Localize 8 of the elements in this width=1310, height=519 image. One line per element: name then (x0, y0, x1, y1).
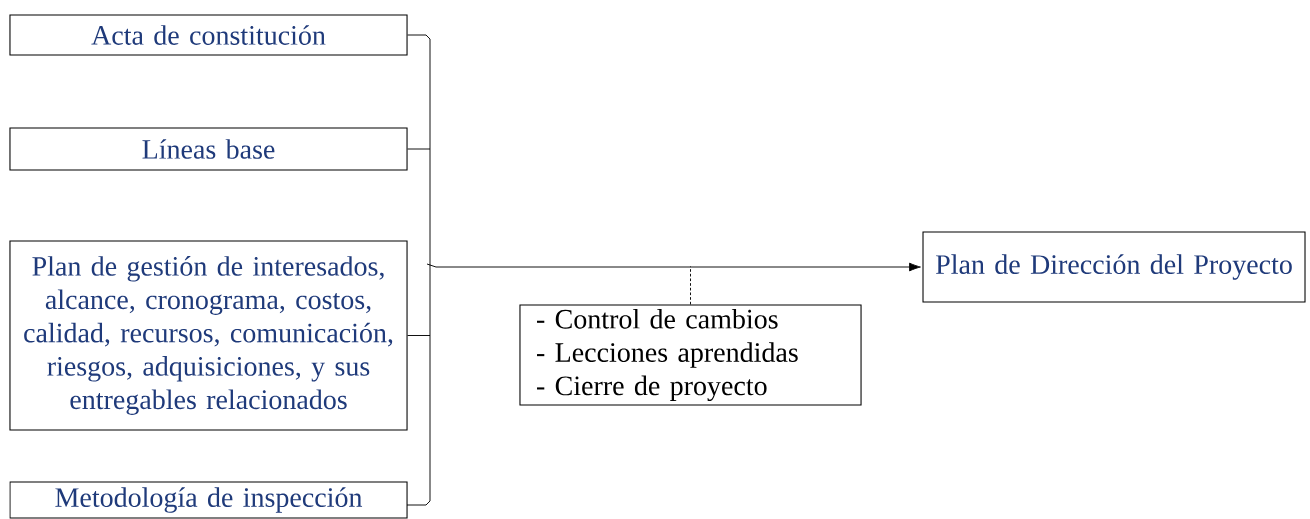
process-box: Acta de constitución (9, 14, 408, 56)
list-box: - Control de cambios - Lecciones aprendidas - Cierre de proyecto (519, 304, 862, 406)
process-box: Plan de gestión de interesados, alcance, cronograma, costos, calidad, recursos, comunicación, riesgos, adquisiciones, y sus entregables relacionados (9, 240, 408, 431)
process-box: Plan de Dirección del Proyecto (922, 231, 1306, 303)
bracket-arrow (406, 34, 921, 506)
process-box: Líneas base (9, 127, 408, 171)
dashed-connector (690, 266, 691, 305)
process-box: Metodología de inspección (9, 481, 408, 519)
